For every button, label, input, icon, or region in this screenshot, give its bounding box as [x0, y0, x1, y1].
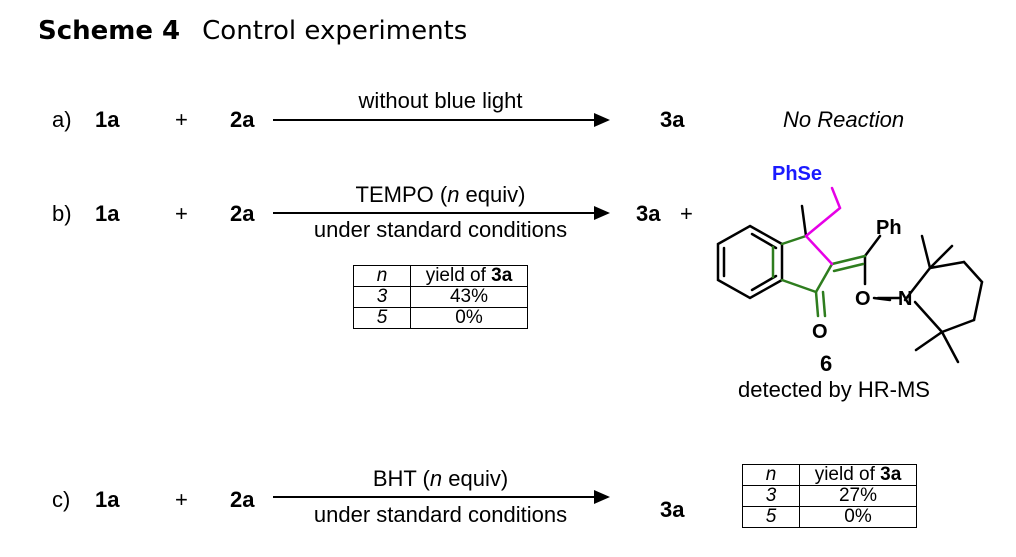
table-header-n: n: [353, 265, 411, 287]
table-cell-yield: 27%: [799, 485, 917, 507]
row-b-plus: +: [175, 201, 188, 226]
row-b-reactant2: 2a: [230, 201, 255, 226]
row-b-yield-table: n yield of 3a 3 43% 5 0%: [353, 265, 528, 329]
scheme-title: Scheme 4 Control experiments: [38, 16, 467, 46]
table-cell-yield: 43%: [410, 286, 528, 308]
ch2-bonds: [804, 186, 842, 266]
row-b-reactant1: 1a: [95, 201, 120, 226]
ph-label: Ph: [876, 217, 902, 239]
compound-note: detected by HR-MS: [738, 377, 930, 402]
table-cell-yield: 0%: [799, 506, 917, 528]
row-b-condition-top: TEMPO (n equiv): [355, 182, 526, 207]
row-c-plus: +: [175, 487, 188, 512]
row-a-product: 3a: [660, 107, 685, 132]
n-label: N: [898, 288, 912, 310]
table-row: 5 0%: [353, 307, 528, 329]
row-a-tag: a): [52, 107, 72, 132]
table-row: 5 0%: [742, 506, 917, 528]
compound-6-structure: PhSe Ph O N O: [716, 163, 984, 364]
table-cell-n: 5: [353, 307, 411, 329]
row-b-arrow: [273, 206, 610, 220]
table-cell-n: 3: [742, 485, 800, 507]
phse-label: PhSe: [772, 163, 822, 185]
table-header-n: n: [742, 464, 800, 486]
row-c-yield-table: n yield of 3a 3 27% 5 0%: [742, 464, 917, 528]
methyl-bond: [800, 204, 808, 238]
table-header-yield: yield of 3a: [410, 265, 528, 287]
row-b-product: 3a: [636, 201, 661, 226]
table-cell-yield: 0%: [410, 307, 528, 329]
carbonyl-o-label: O: [812, 321, 828, 343]
row-a-result: No Reaction: [783, 107, 905, 132]
table-row: 3 43%: [353, 286, 528, 308]
scheme-caption: Control experiments: [202, 16, 468, 46]
table-row: 3 27%: [742, 485, 917, 507]
row-b-condition-bottom: under standard conditions: [313, 217, 568, 242]
row-b-tag: b): [52, 201, 72, 226]
row-a-reactant1: 1a: [95, 107, 120, 132]
row-c-arrow: [273, 490, 610, 504]
table-cell-n: 3: [353, 286, 411, 308]
o-label: O: [855, 288, 871, 310]
row-a-arrow: [273, 113, 610, 127]
table-cell-n: 5: [742, 506, 800, 528]
row-a-plus: +: [175, 107, 188, 132]
row-c-reactant2: 2a: [230, 487, 255, 512]
table-header-row: n yield of 3a: [742, 464, 917, 486]
table-header-row: n yield of 3a: [353, 265, 528, 287]
row-c-product: 3a: [660, 497, 685, 522]
row-a-condition: without blue light: [358, 88, 523, 113]
row-a-reactant2: 2a: [230, 107, 255, 132]
ring-bonds: [771, 234, 867, 318]
scheme-label: Scheme 4: [38, 16, 181, 46]
row-c-condition-bottom: under standard conditions: [313, 502, 568, 527]
table-header-yield: yield of 3a: [799, 464, 917, 486]
compound-id: 6: [820, 351, 833, 376]
row-c-condition-top: BHT (n equiv): [372, 466, 509, 491]
row-c-reactant1: 1a: [95, 487, 120, 512]
row-b-plus2: +: [680, 201, 693, 226]
row-c-tag: c): [52, 487, 71, 512]
